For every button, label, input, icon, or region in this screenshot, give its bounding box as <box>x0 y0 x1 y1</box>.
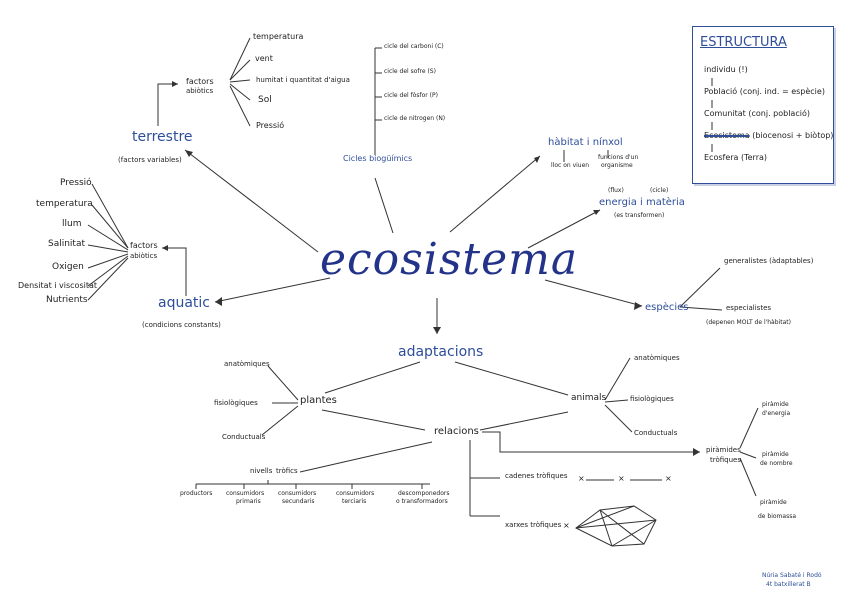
plantes-anatomiques: anatòmiques <box>224 360 270 368</box>
aquatic-title: aquatic <box>158 295 210 311</box>
habitat-lloc: lloc on viuen <box>551 162 590 169</box>
piramides-title: piràmides <box>706 446 741 454</box>
nivell-consumidors-secundaris-2: secundaris <box>282 498 315 505</box>
energia-note: (es transformen) <box>614 212 665 219</box>
cicles-title: Cicles biogüímics <box>343 154 413 163</box>
nivell-consumidors-primaris: consumidors <box>226 490 265 497</box>
piramides-title-2: tròfiques <box>710 456 741 464</box>
nivell-consumidors-terciaris-2: terciaris <box>342 498 367 505</box>
aquatic-factor-oxigen: Oxigen <box>52 262 84 272</box>
cicle-sofre: cicle del sofre (S) <box>384 68 436 75</box>
estructura-ecosistema-word: Ecosistema <box>704 131 750 140</box>
aquatic-factor-densitat: Densitat i viscositat <box>18 281 98 290</box>
estructura-ecosistema: Ecosistema (biocenosi + biòtop) <box>704 131 834 140</box>
estructura-poblacio: Població (conj. ind. = espècie) <box>704 87 825 96</box>
signature-class: 4t batxillerat B <box>766 581 811 588</box>
central-concept: ecosistema <box>320 234 579 285</box>
piramide-biomassa-2: de biomassa <box>758 513 797 520</box>
nivell-consumidors-terciaris: consumidors <box>336 490 375 497</box>
terrestre-factors-label: factors <box>186 77 214 86</box>
terrestre-factor-temperatura: temperatura <box>253 32 304 41</box>
terrestre-factor-vent: vent <box>255 54 273 63</box>
terrestre-title: terrestre <box>132 129 193 145</box>
cadena-x-1: × <box>578 474 585 483</box>
nivell-productors: productors <box>180 490 213 497</box>
habitat-organisme: organisme <box>601 162 633 169</box>
estructura-box <box>692 26 834 184</box>
piramide-nombre-2: de nombre <box>760 460 793 467</box>
plantes-label: plantes <box>300 395 337 406</box>
terrestre-factor-pressio: Pressió <box>256 121 285 130</box>
estructura-title: ESTRUCTURA <box>700 35 787 50</box>
especies-especialistes: especialistes <box>726 304 772 312</box>
cadenes-label: cadenes tròfiques <box>505 472 568 480</box>
terrestre-factor-humitat: humitat i quantitat d'aigua <box>256 76 350 84</box>
energia-title: energia i matèria <box>599 197 685 208</box>
animals-anatomiques: anatòmiques <box>634 354 680 362</box>
energia-cicle: (cicle) <box>650 187 669 194</box>
animals-fisiologiques: fisiològiques <box>630 395 674 403</box>
estructura-ecosfera: Ecosfera (Terra) <box>704 153 768 162</box>
cadena-x-3: × <box>665 474 672 483</box>
habitat-title: hàbitat i nínxol <box>548 137 623 148</box>
piramide-energia-2: d'energia <box>762 410 791 417</box>
adaptacions-title: adaptacions <box>398 344 484 360</box>
signature-name: Núria Sabaté i Rodó <box>762 572 822 579</box>
piramide-nombre: piràmide <box>762 451 789 458</box>
nivells-title-2: tròfics <box>276 467 298 475</box>
terrestre-note: (factors variables) <box>118 156 182 164</box>
cicle-fosfor: cicle del fòsfor (P) <box>384 92 438 99</box>
aquatic-factor-llum: llum <box>62 219 82 229</box>
aquatic-factor-salinitat: Salinitat <box>48 239 86 249</box>
xarxes-label: xarxes tròfiques <box>505 521 562 529</box>
nivell-descomponedors: descomponedors <box>398 490 450 497</box>
terrestre-factor-sol: Sol <box>258 95 272 105</box>
habitat-funcions: funcions d'un <box>598 154 639 161</box>
cadena-x-2: × <box>618 474 625 483</box>
terrestre-factors-label-2: abiòtics <box>186 87 214 95</box>
xarxa-x: × <box>563 521 570 530</box>
nivell-consumidors-primaris-2: primaris <box>236 498 261 505</box>
nivell-consumidors-secundaris: consumidors <box>278 490 317 497</box>
aquatic-factors-label-2: abiòtics <box>130 252 158 260</box>
especies-title: espècies <box>645 302 689 313</box>
aquatic-factor-pressio: Pressió <box>60 178 92 188</box>
piramide-energia: piràmide <box>762 401 789 408</box>
energia-flux: (flux) <box>608 187 624 194</box>
especies-generalistes: generalistes (àdaptables) <box>724 257 814 265</box>
nivells-title: nivells <box>250 467 273 475</box>
animals-conductuals: Conductuals <box>634 429 678 437</box>
aquatic-factor-temperatura: temperatura <box>36 199 93 209</box>
estructura-individu: individu (!) <box>704 65 748 74</box>
aquatic-note: (condicions constants) <box>142 321 221 329</box>
animals-label: animals <box>571 393 607 403</box>
aquatic-factor-nutrients: Nutrients <box>46 295 88 305</box>
cicle-carboni: cicle del carboni (C) <box>384 43 444 50</box>
relacions-label: relacions <box>434 426 479 437</box>
especies-especialistes-note: (depenen MOLT de l'hàbitat) <box>706 319 791 326</box>
piramide-biomassa: piràmide <box>760 499 787 506</box>
nivell-descomponedors-2: o transformadors <box>396 498 448 505</box>
plantes-fisiologiques: fisiològiques <box>214 399 258 407</box>
plantes-conductuals: Conductuals <box>222 433 266 441</box>
estructura-comunitat: Comunitat (conj. població) <box>704 109 810 118</box>
aquatic-factors-label: factors <box>130 241 158 250</box>
cicle-nitrogen: cicle de nitrogen (N) <box>384 115 446 122</box>
